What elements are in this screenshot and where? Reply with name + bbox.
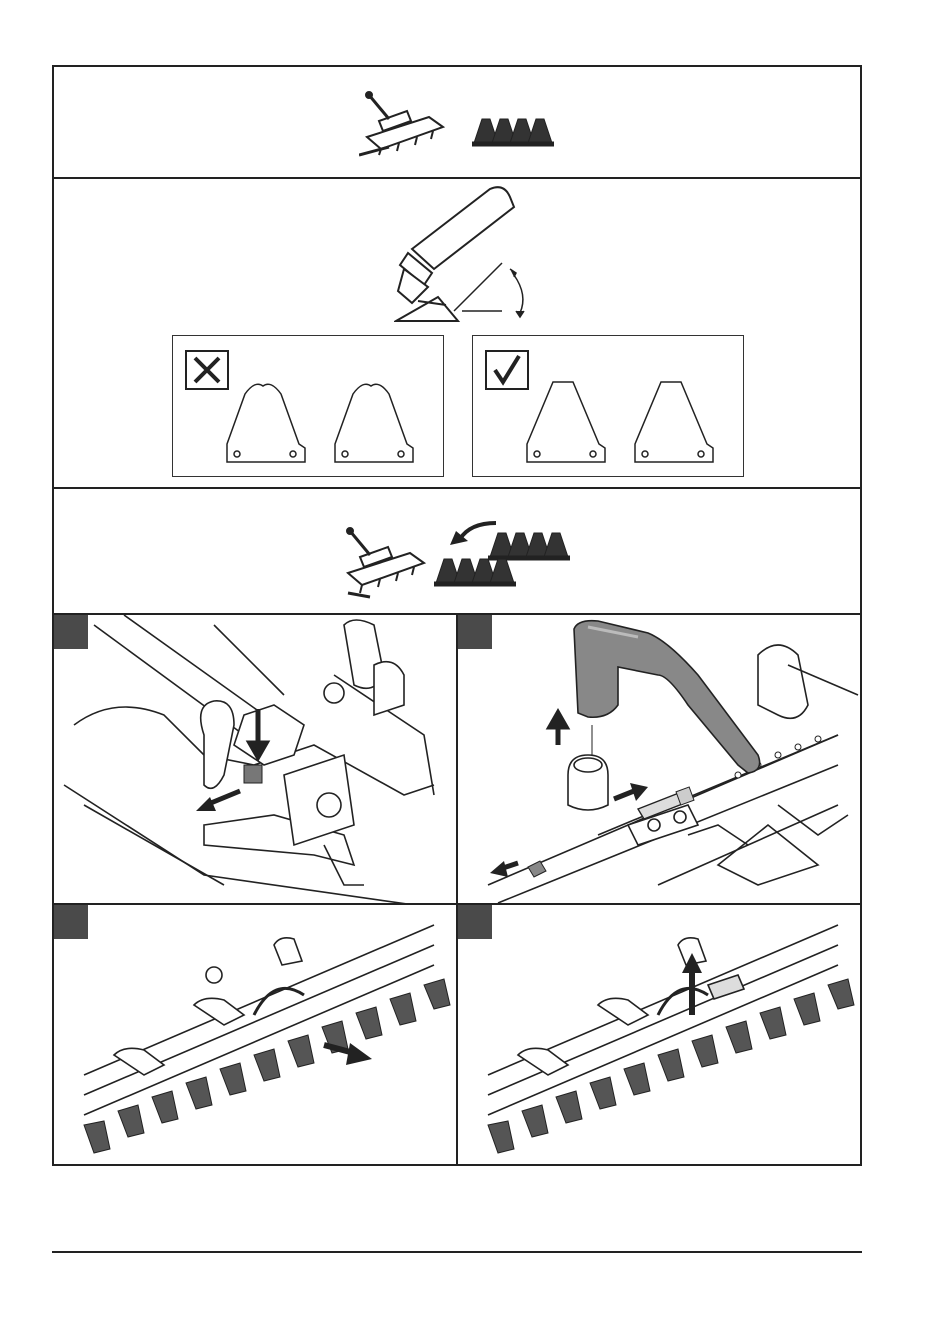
- cutting-blades-icon: [434, 553, 516, 587]
- sharpening-band: [54, 179, 860, 489]
- step-panel-remove-clamp-lever: [458, 615, 860, 905]
- instruction-frame: [52, 65, 862, 1166]
- cutting-blades-icon: [472, 113, 554, 147]
- knife-bar-tool-icon: [340, 527, 430, 599]
- knife-head-lift-illustration: [458, 905, 860, 1164]
- step-panel-lift-knife-head: [458, 905, 860, 1164]
- blade-worn-left-icon: [221, 382, 311, 466]
- grinder-icon: [394, 183, 534, 325]
- correct-sharpening-box: [472, 335, 744, 477]
- blade-worn-right-icon: [329, 382, 419, 466]
- footer-rule: [52, 1251, 862, 1253]
- step-panel-release-latch: [54, 615, 458, 905]
- blade-sharp-right-icon: [629, 378, 719, 466]
- knife-pull-illustration: [54, 905, 456, 1164]
- blade-sharp-left-icon: [521, 378, 611, 466]
- step-panel-pull-out-knife: [54, 905, 458, 1164]
- clamp-lever-illustration: [458, 615, 860, 903]
- header-band: [54, 67, 860, 179]
- knife-bar-tool-icon: [359, 91, 449, 157]
- knife-change-band: [54, 489, 860, 615]
- wrong-sharpening-box: [172, 335, 444, 477]
- latch-illustration: [54, 615, 456, 903]
